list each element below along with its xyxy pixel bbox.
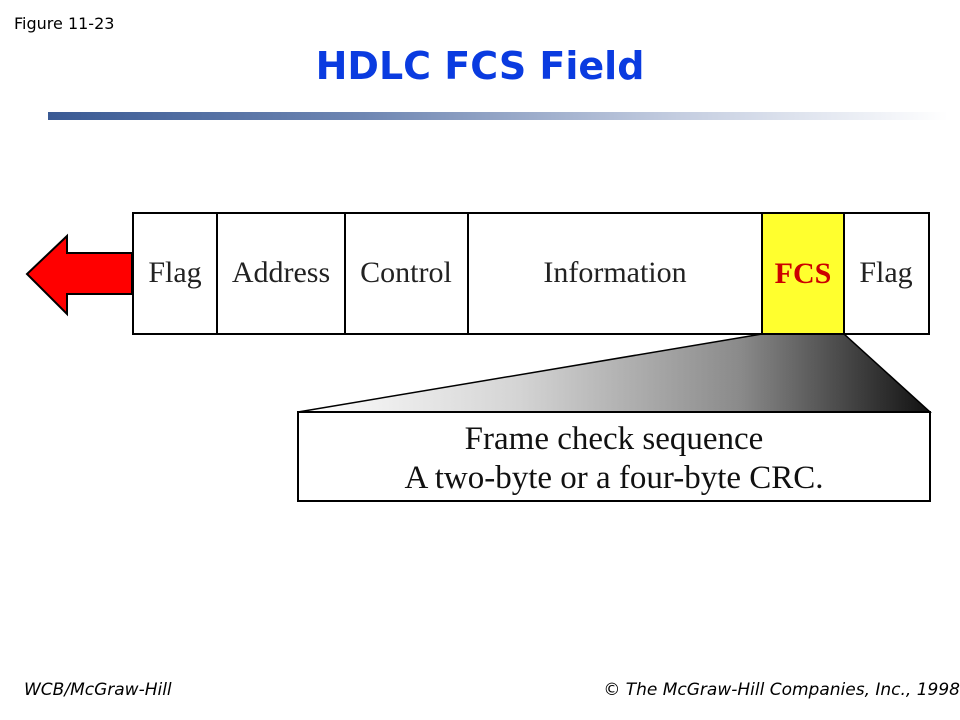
field-label: Flag (859, 256, 912, 289)
callout-line-2: A two-byte or a four-byte CRC. (404, 460, 823, 496)
figure-label: Figure 11-23 (14, 14, 115, 33)
slide-title: HDLC FCS Field (315, 44, 645, 88)
callout-line-1: Frame check sequence (465, 421, 764, 457)
footer-publisher: WCB/McGraw-Hill (24, 680, 172, 700)
field-label: Control (360, 256, 452, 289)
field-label: Information (543, 256, 686, 289)
title-underline (48, 112, 948, 120)
left-arrow-icon (25, 233, 133, 317)
field-label: Address (232, 256, 330, 289)
frame-field-address: Address (216, 212, 346, 335)
fcs-expansion-wedge (297, 333, 932, 413)
field-label: Flag (148, 256, 201, 289)
frame-field-information: Information (467, 212, 763, 335)
field-label-fcs: FCS (775, 257, 832, 290)
frame-field-flag-end: Flag (843, 212, 930, 335)
fcs-callout: Frame check sequence A two-byte or a fou… (297, 411, 931, 502)
footer-copyright: © The McGraw-Hill Companies, Inc., 1998 (603, 680, 960, 700)
frame-field-control: Control (344, 212, 469, 335)
frame-field-flag-start: Flag (132, 212, 218, 335)
frame-fields: Flag Address Control Information FCS Fla… (132, 212, 930, 335)
frame-field-fcs: FCS (761, 212, 845, 335)
